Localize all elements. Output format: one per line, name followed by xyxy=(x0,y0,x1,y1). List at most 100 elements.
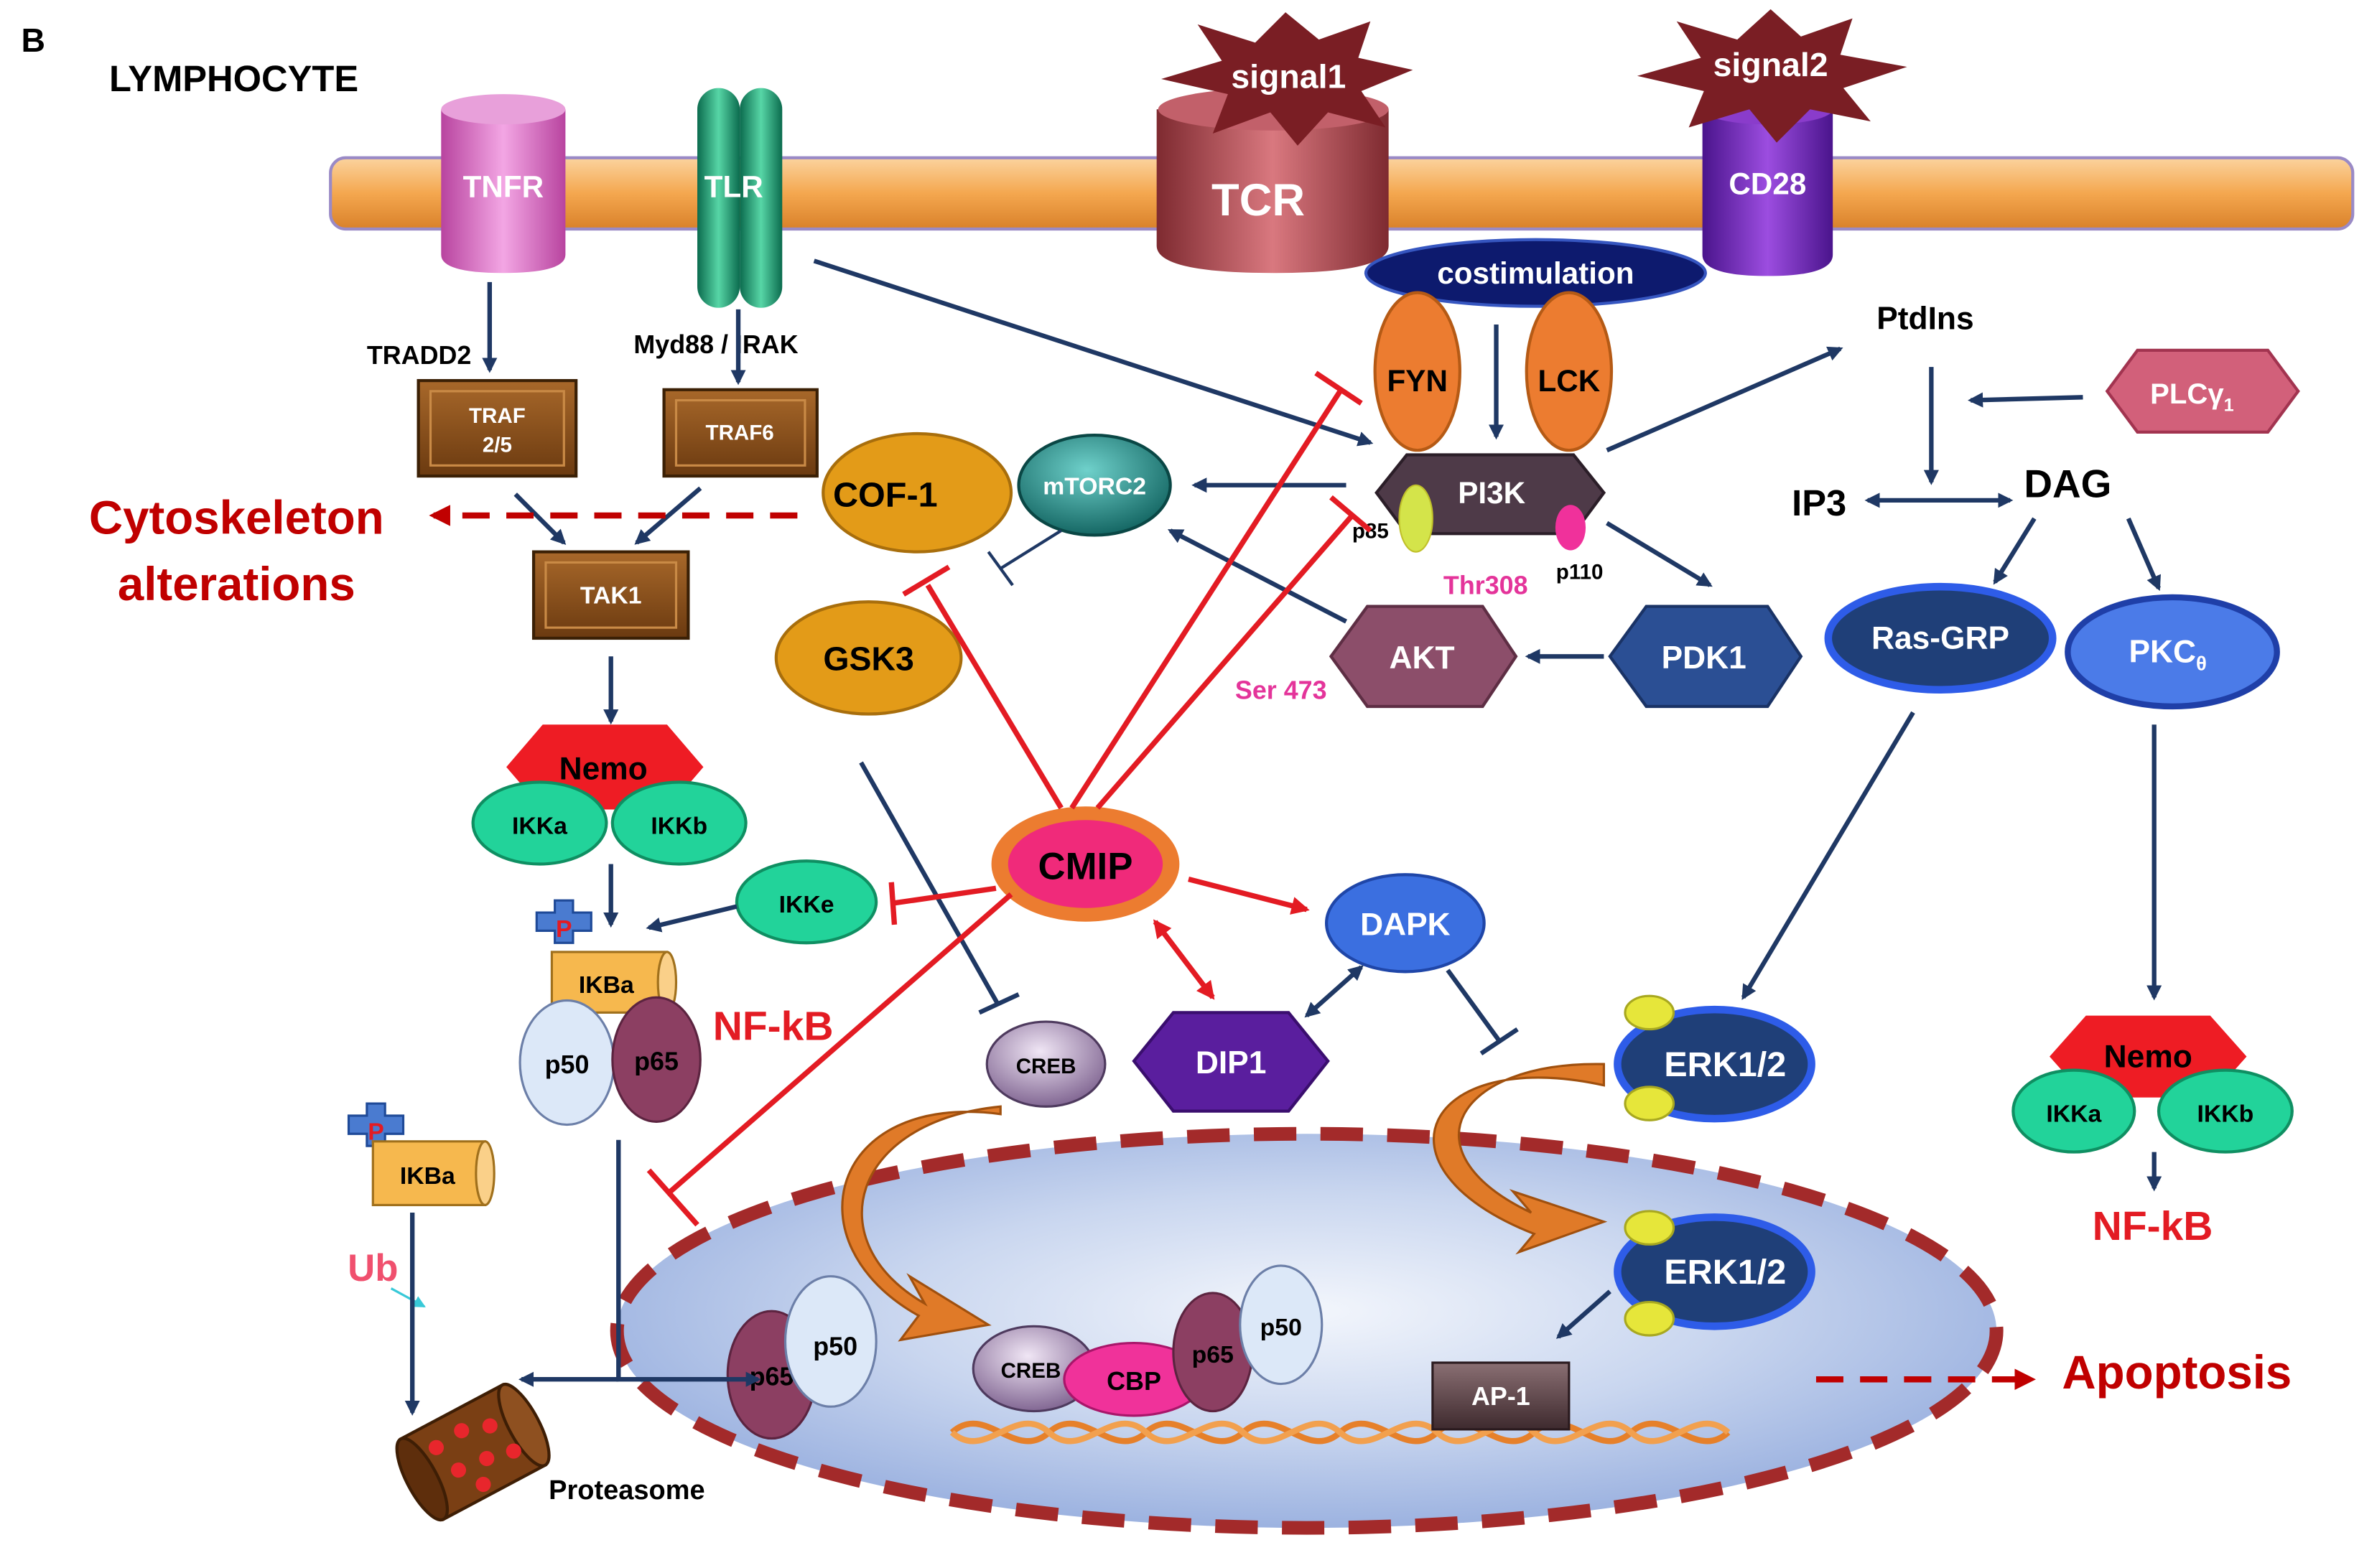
plc-node xyxy=(2105,348,2300,434)
pdk1-node xyxy=(1608,605,1803,709)
p85-subunit xyxy=(1398,484,1433,553)
ub-label: Ub xyxy=(348,1247,398,1289)
tak1-label: TAK1 xyxy=(580,582,642,609)
phospho-label-1: P xyxy=(556,915,572,943)
cmip-inhibitions xyxy=(646,370,1372,1227)
inhibit-dapk-erk xyxy=(1446,969,1503,1045)
inhibit-gsk3-creb-bar xyxy=(978,992,1020,1015)
tcr-label: TCR xyxy=(1211,175,1305,225)
apoptosis-label: Apoptosis xyxy=(2062,1346,2292,1399)
cytoskeleton-label-2: alterations xyxy=(118,558,355,610)
arrow-rasgrp-erk xyxy=(1741,711,1915,1000)
dna-strand-2 xyxy=(949,1420,1731,1445)
traf25-label-1: TRAF xyxy=(469,404,526,428)
proteasome-label: Proteasome xyxy=(549,1475,704,1506)
costimulation-label: costimulation xyxy=(1437,256,1634,290)
ikka-label-right: IKKa xyxy=(2046,1100,2101,1127)
lck-node xyxy=(1525,291,1614,452)
creb-label-cytoplasm: CREB xyxy=(1016,1055,1076,1078)
inhibit-cmip-nfkb-bar xyxy=(646,1168,699,1227)
p50-node-nucleus-2 xyxy=(1239,1264,1324,1386)
arrow-cmip-dip1 xyxy=(1153,919,1215,1000)
inhibit-cmip-pi3k-bar xyxy=(1329,495,1372,533)
tcr-receptor: TCR xyxy=(1156,88,1389,274)
arrow-akt-mtorc2 xyxy=(1167,528,1347,624)
cmip-activations xyxy=(1153,877,1310,1000)
phospho-badge-2: P xyxy=(347,1102,405,1147)
tlr-label: TLR xyxy=(704,170,763,204)
cof1-node xyxy=(822,431,1013,554)
erk12-node-nucleus: ERK1/2 xyxy=(1614,1210,1815,1337)
tlr-receptor: TLR xyxy=(697,88,783,308)
arrow-tlr-pi3k xyxy=(813,258,1374,447)
erk12-label-cytoplasm: ERK1/2 xyxy=(1664,1045,1786,1084)
plc-label: PLCγ1 xyxy=(2150,378,2234,416)
gsk3-node xyxy=(774,600,963,716)
cmip-label: CMIP xyxy=(1038,846,1132,888)
traf25-label-2: 2/5 xyxy=(483,433,512,457)
inhibit-cmip-gsk3 xyxy=(925,584,1064,810)
cell-label: LYMPHOCYTE xyxy=(109,58,358,99)
p110-subunit xyxy=(1555,505,1586,551)
ikka-label-left: IKKa xyxy=(512,812,567,839)
mtorc2-node xyxy=(1017,433,1172,537)
nfkb-label-right: NF-kB xyxy=(2093,1203,2213,1249)
arrow-cmip-dapk xyxy=(1188,877,1310,915)
mtorc2-label: mTORC2 xyxy=(1043,472,1146,500)
cytoskeleton-label-1: Cytoskeleton xyxy=(89,491,384,543)
ikba-cylinder-2: IKBa xyxy=(371,1140,496,1207)
inhibit-cmip-gsk3-bar xyxy=(902,564,951,597)
p50-node-nucleus-1 xyxy=(783,1275,878,1408)
phospho-badge-1: P xyxy=(535,899,592,944)
arrow-traf6-tak1 xyxy=(634,486,702,545)
p50-label-1: p50 xyxy=(545,1050,590,1079)
panel-letter: B xyxy=(22,22,46,59)
creb-node-cytoplasm xyxy=(985,1020,1107,1108)
dag-label: DAG xyxy=(2024,462,2111,506)
signal2-label: signal2 xyxy=(1713,46,1828,83)
creb-translocation-arrow xyxy=(841,1105,1002,1342)
nemo-label-left: Nemo xyxy=(559,751,648,786)
navy-inhibitions xyxy=(859,529,1519,1055)
ptdins-label: PtdIns xyxy=(1876,301,1973,336)
ap1-label: AP-1 xyxy=(1471,1382,1530,1411)
p65-label-1: p65 xyxy=(634,1047,679,1076)
pkc-node xyxy=(2065,594,2280,710)
arrow-erk-ap1 xyxy=(1555,1289,1611,1339)
p65-node-1 xyxy=(611,996,702,1123)
pkc-label-main: PKC xyxy=(2129,635,2196,670)
dapk-label: DAPK xyxy=(1360,907,1451,943)
ikkb-label-left: IKKb xyxy=(651,812,707,839)
nfkb-label-left: NF-kB xyxy=(713,1003,834,1049)
thr308-label: Thr308 xyxy=(1443,571,1528,600)
arrow-pi3k-ptdins xyxy=(1606,346,1843,453)
tak1-box: TAK1 xyxy=(531,550,690,640)
gsk3-label: GSK3 xyxy=(823,640,913,677)
arrow-dag-pkc xyxy=(2126,517,2161,592)
p65-label-nucleus-2: p65 xyxy=(1192,1341,1234,1368)
erk12-node-cytoplasm: ERK1/2 xyxy=(1614,994,1815,1123)
arrow-pi3k-pdk1 xyxy=(1605,521,1713,587)
inhibit-mtorc2-gsk3-bar xyxy=(987,551,1014,587)
ip3-label: IP3 xyxy=(1792,482,1846,523)
ap1-box xyxy=(1431,1361,1571,1431)
traf6-label: TRAF6 xyxy=(706,421,774,444)
phospho-label-2: P xyxy=(368,1119,384,1146)
lck-label: LCK xyxy=(1538,364,1600,398)
p50-label-nucleus-1: p50 xyxy=(813,1332,857,1361)
inhibit-dapk-erk-bar xyxy=(1479,1027,1519,1055)
plc-label-sub: 1 xyxy=(2224,395,2234,415)
rasgrp-label: Ras-GRP xyxy=(1871,621,2009,656)
ikba-label-1: IKBa xyxy=(579,971,634,999)
nemo-label-right: Nemo xyxy=(2104,1039,2192,1074)
inhibit-cmip-nfkb xyxy=(665,892,1013,1197)
inhibit-cmip-pi3k xyxy=(1095,513,1354,810)
inhibit-cmip-ikke-bar xyxy=(888,882,898,925)
cd28-label: CD28 xyxy=(1729,167,1806,200)
traf25-box: TRAF 2/5 xyxy=(417,378,578,478)
arrow-plc-ptdins xyxy=(1968,392,2083,408)
signal1-label: signal1 xyxy=(1231,58,1346,95)
inhibit-gsk3-creb xyxy=(859,761,1000,1005)
